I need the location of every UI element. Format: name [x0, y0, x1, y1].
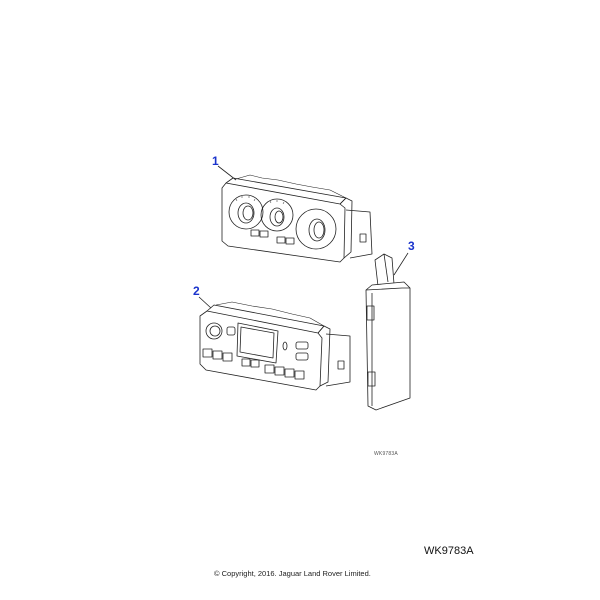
- part-1-heater-control-panel: [217, 165, 373, 263]
- callout-2: 2: [193, 284, 200, 298]
- part-2-climate-control-panel: [198, 296, 351, 391]
- copyright-notice: © Copyright, 2016. Jaguar Land Rover Lim…: [214, 569, 371, 578]
- callout-1: 1: [212, 154, 219, 168]
- leader-line-2: [198, 296, 212, 309]
- leader-line-3: [393, 252, 409, 276]
- reference-code: WK9783A: [424, 545, 474, 557]
- small-reference-code: WK9783A: [374, 451, 398, 457]
- part-3-control-module: [365, 252, 411, 411]
- callout-3: 3: [408, 239, 415, 253]
